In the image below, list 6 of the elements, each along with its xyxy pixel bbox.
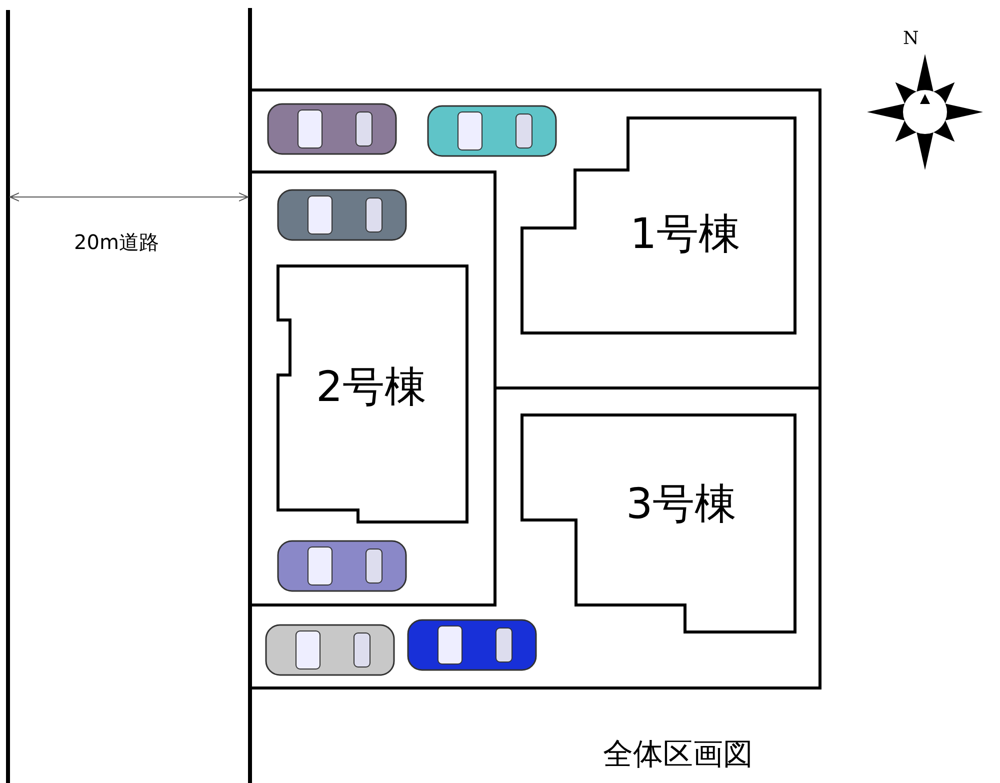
building-label: 2号棟 xyxy=(316,366,427,408)
building-label: 3号棟 xyxy=(626,483,737,525)
drawing-caption: 全体区画図 xyxy=(603,740,753,770)
road-width-label: 20m道路 xyxy=(74,232,159,252)
building-label: 1号棟 xyxy=(630,213,741,255)
north-label: N xyxy=(903,30,919,48)
